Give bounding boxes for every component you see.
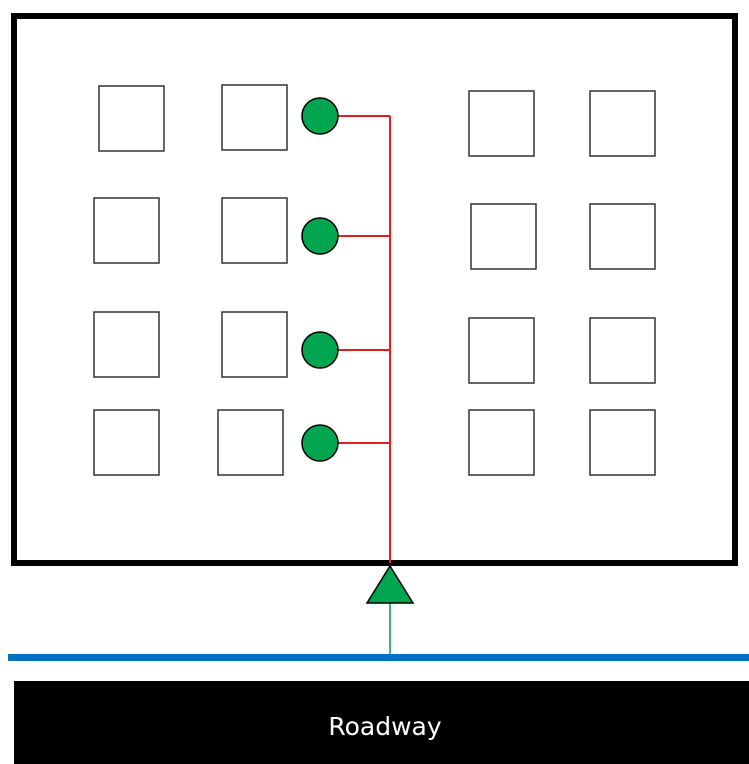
sprinkler-heads (301, 97, 339, 462)
unit-square (221, 84, 288, 151)
roadway-band (14, 681, 749, 764)
water-main-line (8, 654, 749, 661)
green-circle-marker (301, 424, 339, 462)
unit-square (589, 409, 656, 476)
unit-square (589, 317, 656, 384)
unit-square (468, 409, 535, 476)
unit-square (93, 311, 160, 378)
units-grid (93, 84, 656, 476)
unit-square (221, 197, 288, 264)
unit-square (589, 203, 656, 270)
building-outline (11, 13, 738, 566)
unit-square (93, 409, 160, 476)
unit-square (589, 90, 656, 157)
green-circle-marker (301, 97, 339, 135)
unit-square (470, 203, 537, 270)
unit-square (93, 197, 160, 264)
green-triangle-marker (365, 564, 415, 604)
green-circle-marker (301, 217, 339, 255)
unit-square (217, 409, 284, 476)
green-circle-marker (301, 331, 339, 369)
roadway-label: Roadway (328, 712, 441, 741)
unit-square (98, 85, 165, 152)
unit-square (221, 311, 288, 378)
pipe-network (330, 115, 391, 563)
unit-square (468, 317, 535, 384)
unit-square (468, 90, 535, 157)
